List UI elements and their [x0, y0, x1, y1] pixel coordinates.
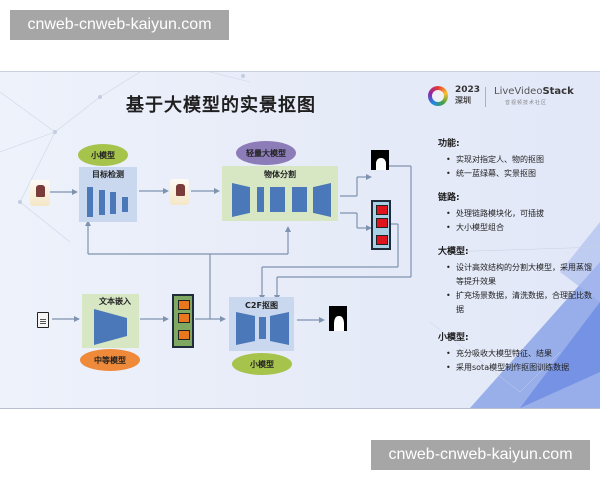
- detection-model-tag: 小模型: [78, 144, 128, 166]
- c2f-label: C2F抠图: [245, 301, 278, 310]
- detection-bar: [110, 192, 116, 214]
- detection-label: 目标检测: [92, 170, 124, 179]
- logo-city: 深圳: [455, 96, 471, 105]
- notes-section-small-model: 小模型: 充分吸收大模型特征、结果采用sota模型制作抠图训练数据: [438, 331, 593, 375]
- logo-divider: [485, 87, 486, 107]
- logo-subtitle: 音视频技术社区: [505, 100, 548, 106]
- segmentation-mask-output: [371, 150, 389, 170]
- detection-bar: [87, 187, 93, 217]
- c2f-decoder-block: [270, 312, 289, 345]
- slide: 基于大模型的实景抠图 2023 深圳 LiveVideoStack 音视频技术社…: [0, 71, 600, 409]
- segmentation-block: [292, 187, 307, 212]
- decoder-block: [313, 183, 331, 217]
- notes-panel: 功能: 实现对指定人、物的抠图统一蓝绿幕、实景抠图 链路: 处理链路模块化，可插…: [438, 137, 593, 375]
- text-document-icon: [37, 312, 49, 328]
- final-matte-output: [329, 306, 347, 331]
- encoder-block: [232, 183, 250, 217]
- detection-bar: [99, 190, 105, 215]
- segmentation-block: [257, 187, 264, 212]
- notes-section-function: 功能: 实现对指定人、物的抠图统一蓝绿幕、实景抠图: [438, 137, 593, 181]
- livevideostack-logo: LiveVideoStack: [494, 86, 574, 97]
- segmentation-label: 物体分割: [264, 170, 296, 179]
- logo-year: 2023: [455, 85, 481, 95]
- conference-logo-icon: [428, 86, 448, 106]
- notes-section-pipeline: 链路: 处理链路模块化，可插拔大小模型组合: [438, 191, 593, 235]
- feature-stack-red: [371, 200, 391, 250]
- text-embed-model-tag: 中等模型: [80, 349, 140, 371]
- segmentation-model-tag: 轻量大模型: [236, 141, 296, 165]
- cropped-image-thumbnail: [170, 179, 189, 205]
- slide-title: 基于大模型的实景抠图: [126, 95, 316, 116]
- watermark-top: cnweb-cnweb-kaiyun.com: [10, 10, 229, 40]
- segmentation-block: [270, 187, 285, 212]
- c2f-encoder-block: [236, 312, 255, 345]
- notes-section-large-model: 大模型: 设计高效结构的分割大模型，采用蒸馏等提升效果扩充场景数据，清洗数据，合…: [438, 245, 593, 317]
- input-image-thumbnail: [30, 180, 50, 206]
- text-embed-label: 文本嵌入: [99, 297, 131, 306]
- c2f-block: [259, 317, 266, 339]
- feature-stack-orange: [172, 294, 194, 348]
- c2f-model-tag: 小模型: [232, 353, 292, 375]
- detection-bar: [122, 197, 128, 212]
- watermark-bottom: cnweb-cnweb-kaiyun.com: [371, 440, 590, 470]
